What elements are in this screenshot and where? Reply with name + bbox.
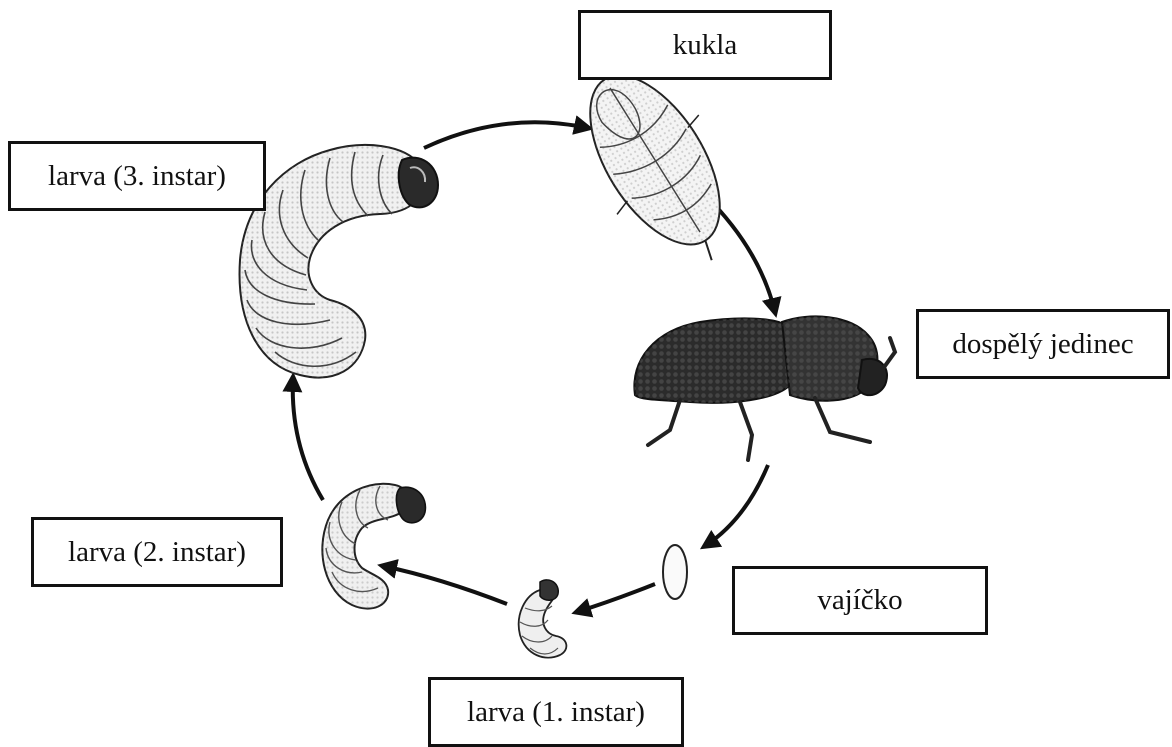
larva-1-illustration [519,580,567,658]
arrow-larva1-to-larva2 [383,566,507,604]
arrow-egg-to-larva1 [577,584,655,612]
egg-illustration [663,545,687,599]
arrow-larva2-to-larva3 [293,378,323,500]
pupa-illustration [553,47,768,290]
arrow-larva3-to-pupa [424,122,588,148]
label-pupa: kukla [578,10,832,80]
label-adult: dospělý jedinec [916,309,1170,379]
adult-beetle-illustration [634,316,895,460]
arrow-adult-to-egg [705,465,768,546]
larva-3-illustration [240,145,438,378]
label-egg: vajíčko [732,566,988,635]
label-larva-2: larva (2. instar) [31,517,283,587]
label-larva-3: larva (3. instar) [8,141,266,211]
label-larva-1: larva (1. instar) [428,677,684,747]
larva-2-illustration [322,484,425,609]
